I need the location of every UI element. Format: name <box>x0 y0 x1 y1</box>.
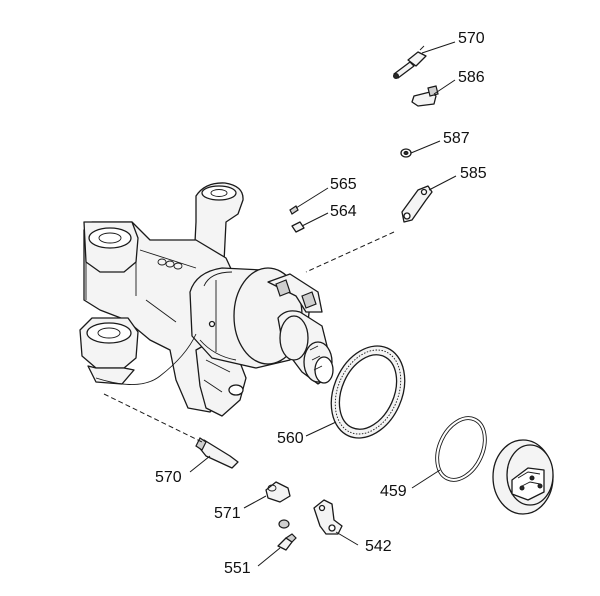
label-565: 565 <box>330 176 357 193</box>
leader-lines <box>189 41 457 567</box>
bolt-564 <box>291 221 305 233</box>
label-587: 587 <box>443 130 470 147</box>
label-570-top: 570 <box>458 30 485 47</box>
washer-587 <box>400 148 412 158</box>
sensor-570-top <box>393 45 427 79</box>
clip-586 <box>411 85 439 107</box>
screw-551 <box>277 533 297 551</box>
label-571: 571 <box>214 505 241 522</box>
label-560: 560 <box>277 430 304 447</box>
label-570-bottom: 570 <box>155 469 182 486</box>
bracket-585 <box>401 185 433 223</box>
steering-knuckle-assembly <box>79 182 334 417</box>
label-585: 585 <box>460 165 487 182</box>
bracket-542 <box>313 499 343 535</box>
sleeve-571 <box>265 481 291 503</box>
o-ring-459 <box>435 416 487 482</box>
label-551: 551 <box>224 560 251 577</box>
sensor-570-bottom <box>195 437 239 469</box>
label-564: 564 <box>330 203 357 220</box>
nut-unnumbered <box>278 519 290 529</box>
label-586: 586 <box>458 69 485 86</box>
hub-cap <box>492 439 554 515</box>
assembly-line-upper <box>305 231 395 273</box>
label-542: 542 <box>365 538 392 555</box>
label-459: 459 <box>380 483 407 500</box>
tone-ring-560 <box>330 345 406 439</box>
assembly-line-lower <box>103 393 203 443</box>
